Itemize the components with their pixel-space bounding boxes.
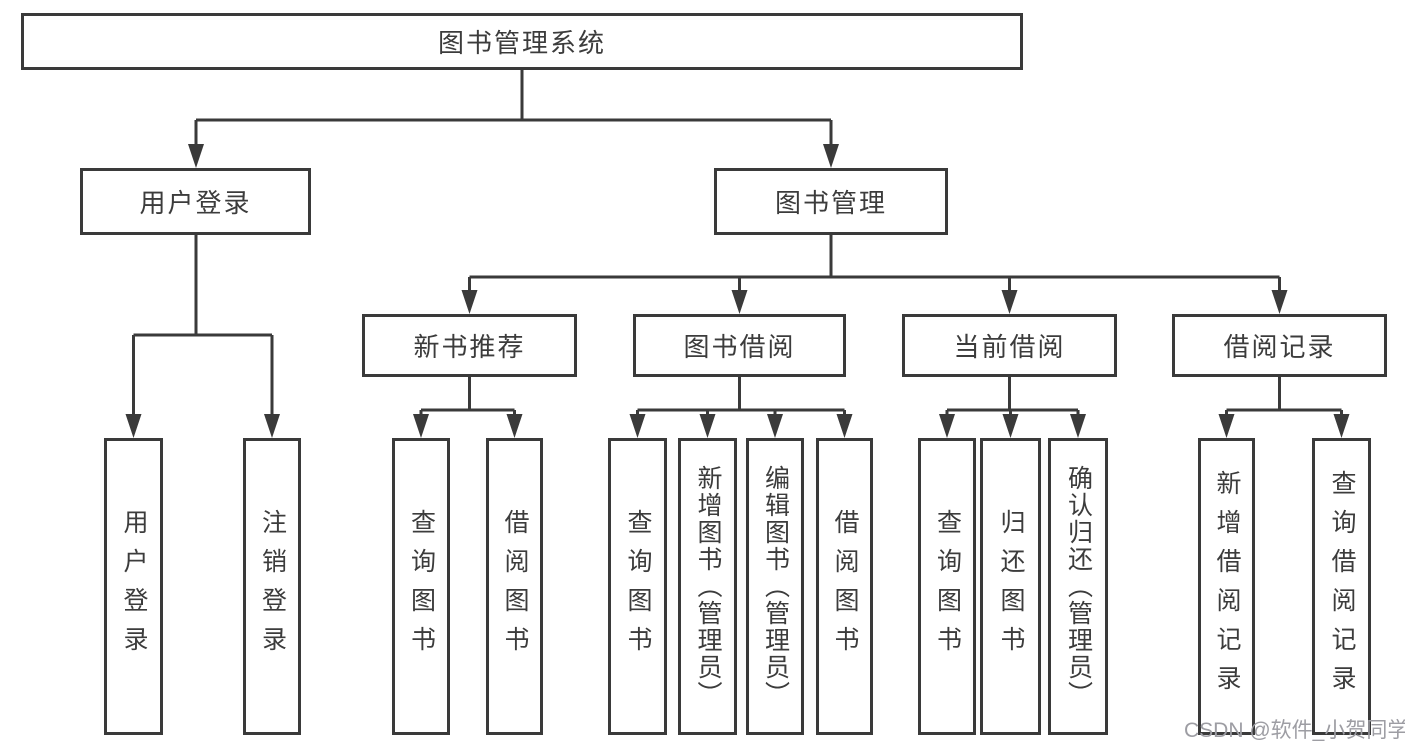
leaf-query-books-recommend: 查询图书 <box>392 438 450 735</box>
leaf-add-borrow-record: 新增借阅记录 <box>1198 438 1255 735</box>
leaf-query-borrow-record: 查询借阅记录 <box>1312 438 1371 735</box>
leaf-add-book-admin: 新增图书（管理员） <box>678 438 737 735</box>
node-book-management: 图书管理 <box>714 168 948 235</box>
node-label: 借阅记录 <box>1223 332 1336 362</box>
node-label: 当前借阅 <box>953 332 1066 362</box>
node-label: 图书管理系统 <box>437 28 606 58</box>
node-current-borrowing: 当前借阅 <box>902 314 1117 377</box>
leaf-borrow-books: 借阅图书 <box>816 438 873 735</box>
node-label: 图书管理 <box>774 188 887 218</box>
leaf-label: 归还图书 <box>997 508 1025 665</box>
leaf-label: 确认归还（管理员） <box>1064 465 1093 708</box>
leaf-user-login: 用户登录 <box>104 438 163 735</box>
leaf-label: 查询借阅记录 <box>1328 469 1356 704</box>
node-label: 新书推荐 <box>413 332 526 362</box>
node-user-login: 用户登录 <box>80 168 311 235</box>
leaf-label: 新增借阅记录 <box>1213 469 1241 704</box>
leaf-label: 查询图书 <box>624 508 652 665</box>
csdn-watermark: CSDN @软件_小贺同学 <box>1184 719 1405 742</box>
leaf-borrow-books-recommend: 借阅图书 <box>486 438 543 735</box>
leaf-label: 借阅图书 <box>831 508 859 665</box>
leaf-query-books-current: 查询图书 <box>918 438 976 735</box>
leaf-label: 查询图书 <box>407 508 436 665</box>
leaf-label: 查询图书 <box>933 508 962 665</box>
leaf-label: 借阅图书 <box>501 508 529 665</box>
node-book-borrowing: 图书借阅 <box>633 314 846 377</box>
leaf-label: 注销登录 <box>258 508 287 665</box>
leaf-return-book: 归还图书 <box>980 438 1041 735</box>
leaf-label: 编辑图书（管理员） <box>761 465 790 708</box>
leaf-label: 新增图书（管理员） <box>694 465 722 708</box>
node-label: 图书借阅 <box>683 332 796 362</box>
node-library-management-system: 图书管理系统 <box>21 13 1023 70</box>
node-new-book-recommendation: 新书推荐 <box>362 314 577 377</box>
leaf-label: 用户登录 <box>120 508 148 665</box>
leaf-query-books-borrow: 查询图书 <box>608 438 667 735</box>
node-label: 用户登录 <box>139 188 252 218</box>
leaf-confirm-return-admin: 确认归还（管理员） <box>1048 438 1108 735</box>
leaf-edit-book-admin: 编辑图书（管理员） <box>746 438 804 735</box>
arrowhead-icons <box>125 144 1350 438</box>
node-borrowing-records: 借阅记录 <box>1172 314 1387 377</box>
leaf-logout: 注销登录 <box>243 438 301 735</box>
